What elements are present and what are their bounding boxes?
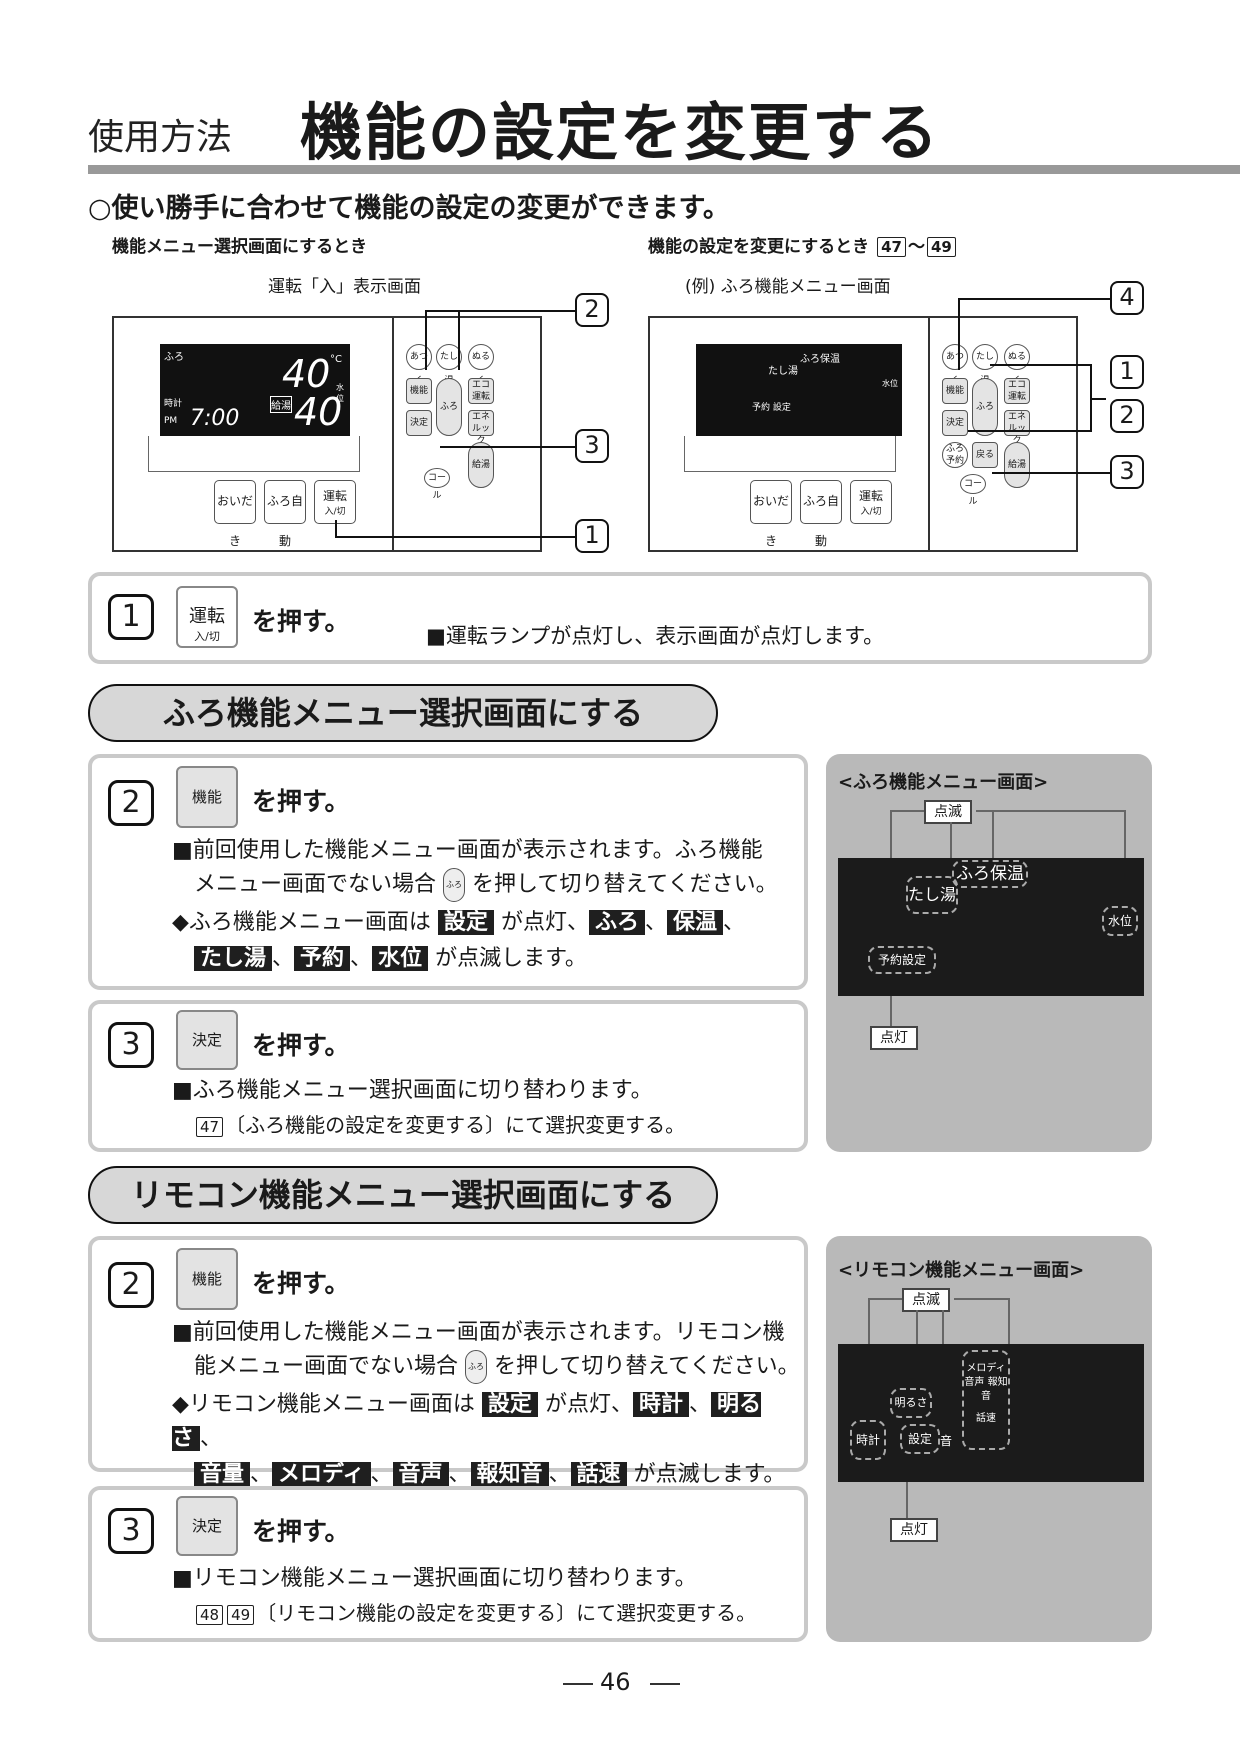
diagram-left-caption: 機能メニュー選択画面にするとき: [112, 237, 368, 257]
furo-step2-push: を押す。: [252, 787, 350, 816]
step1-number: 1: [108, 594, 154, 640]
furo-step2-box: 2 機能 を押す。 ■前回使用した機能メニュー画面が表示されます。ふろ機能 メニ…: [88, 754, 808, 990]
tento-tag-remocon: 点灯: [890, 1518, 938, 1542]
furo-step3-body: ■ふろ機能メニュー選択画面に切り替わります。 47〔ふろ機能の設定を変更する〕に…: [172, 1078, 686, 1137]
run-button[interactable]: 運転 入/切: [314, 480, 356, 524]
step1-push-text: を押す。: [252, 607, 350, 636]
remocon-step2-body: ■前回使用した機能メニュー画面が表示されます。リモコン機 能メニュー画面でない場…: [172, 1320, 800, 1487]
callout-2-left: 2: [575, 293, 609, 327]
callout-4-right: 4: [1110, 281, 1144, 315]
oidaki-button-right[interactable]: おいだき: [750, 480, 792, 548]
remocon-step3-number: 3: [108, 1508, 154, 1554]
furo-step2-number: 2: [108, 780, 154, 826]
title-rule: [88, 165, 1240, 174]
melody-group-label: メロディ 音声 報知音 話速: [962, 1350, 1010, 1450]
furo-step3-box: 3 決定 を押す。 ■ふろ機能メニュー選択画面に切り替わります。 47〔ふろ機能…: [88, 1000, 808, 1152]
callout-2-right: 2: [1110, 399, 1144, 433]
step1-box: 1 運転 入/切 を押す。 ■運転ランプが点灯し、表示画面が点灯します。: [88, 572, 1152, 664]
furo-panel-title: <ふろ機能メニュー画面>: [838, 772, 1049, 793]
lcd-screen-right: ふろ保温 たし湯 水位 予約 設定: [696, 344, 902, 436]
diagram-left-screen-label: 運転「入」表示画面: [268, 277, 421, 297]
page-title: 機能の設定を変更する: [300, 96, 941, 169]
oto-label: 音: [940, 1434, 953, 1448]
suii-label: 水位: [1102, 906, 1138, 936]
remote-diagram-right: ふろ保温 たし湯 水位 予約 設定 おいだき ふろ自動 運転 入/切 あつく た…: [648, 316, 1078, 552]
tashiyu-label: たし湯: [906, 876, 958, 914]
tenmetsu-tag-remocon: 点滅: [902, 1288, 950, 1312]
section-banner-furo: ふろ機能メニュー選択画面にする: [88, 684, 718, 742]
settei-label: 設定: [900, 1424, 940, 1454]
up-down-arrow-icon: ふろ: [443, 868, 466, 902]
tento-tag-furo: 点灯: [870, 1026, 918, 1050]
remocon-step3-kettei-button: 決定: [176, 1496, 238, 1556]
diagram-right-caption: 機能の設定を変更にするとき 47～49: [648, 232, 958, 257]
remocon-step2-kino-button: 機能: [176, 1248, 238, 1310]
callout-3-left: 3: [575, 429, 609, 463]
remote-diagram-left: ふろ 40 °C 水位 時計 PM 7:00 給湯 40 おいだき ふろ自動 運…: [112, 316, 542, 552]
page-number: 46: [600, 1668, 631, 1696]
section-banner-remocon: リモコン機能メニュー選択画面にする: [88, 1166, 718, 1224]
callout-3-right: 3: [1110, 455, 1144, 489]
furo-hoon-label: ふろ保温: [952, 860, 1028, 888]
remocon-menu-panel: <リモコン機能メニュー画面> 点滅 明るさ メロディ 音声 報知音 話速 時計 …: [826, 1236, 1152, 1642]
akarusa-label: 明るさ: [890, 1388, 932, 1418]
tokei-label: 時計: [850, 1420, 886, 1460]
tenmetsu-tag-furo: 点滅: [924, 800, 972, 824]
furo-step2-kino-button: 機能: [176, 766, 238, 828]
intro-text: ○使い勝手に合わせて機能の設定の変更ができます。: [88, 193, 730, 224]
oidaki-button[interactable]: おいだき: [214, 480, 256, 548]
furo-menu-panel: <ふろ機能メニュー画面> 点滅 ふろ保温 たし湯 水位 予約設定 点灯: [826, 754, 1152, 1152]
furo-step3-kettei-button: 決定: [176, 1010, 238, 1070]
up-down-arrow-icon: ふろ: [465, 1350, 488, 1384]
section-label: 使用方法: [88, 117, 233, 158]
remocon-step2-push: を押す。: [252, 1269, 350, 1298]
step1-run-button: 運転 入/切: [176, 586, 238, 648]
callout-1-right: 1: [1110, 355, 1144, 389]
remocon-step2-number: 2: [108, 1262, 154, 1308]
furo-step3-number: 3: [108, 1022, 154, 1068]
lcd-screen-left: ふろ 40 °C 水位 時計 PM 7:00 給湯 40: [160, 344, 350, 436]
remocon-step3-push: を押す。: [252, 1517, 350, 1546]
diagram-right-screen-label: (例) ふろ機能メニュー画面: [685, 277, 891, 297]
furo-panel-screen: ふろ保温 たし湯 水位 予約設定: [838, 858, 1144, 996]
yoyaku-settei-label: 予約設定: [868, 946, 936, 974]
furo-auto-button[interactable]: ふろ自動: [264, 480, 306, 548]
step1-note: ■運転ランプが点灯し、表示画面が点灯します。: [426, 624, 885, 648]
callout-1-left: 1: [575, 519, 609, 553]
remote-keypad-left: あつく たし湯 ぬるく 機能 ふろ エコ運転 決定 エネルック 給湯 コール: [406, 344, 530, 501]
furo-step3-push: を押す。: [252, 1031, 350, 1060]
run-button-right[interactable]: 運転 入/切: [850, 480, 892, 524]
furo-auto-button-right[interactable]: ふろ自動: [800, 480, 842, 548]
remocon-step2-box: 2 機能 を押す。 ■前回使用した機能メニュー画面が表示されます。リモコン機 能…: [88, 1236, 808, 1487]
remocon-panel-screen: 明るさ メロディ 音声 報知音 話速 時計 設定 音: [838, 1344, 1144, 1482]
furo-step2-body: ■前回使用した機能メニュー画面が表示されます。ふろ機能 メニュー画面でない場合 …: [172, 838, 778, 971]
remocon-panel-title: <リモコン機能メニュー画面>: [838, 1260, 1085, 1281]
